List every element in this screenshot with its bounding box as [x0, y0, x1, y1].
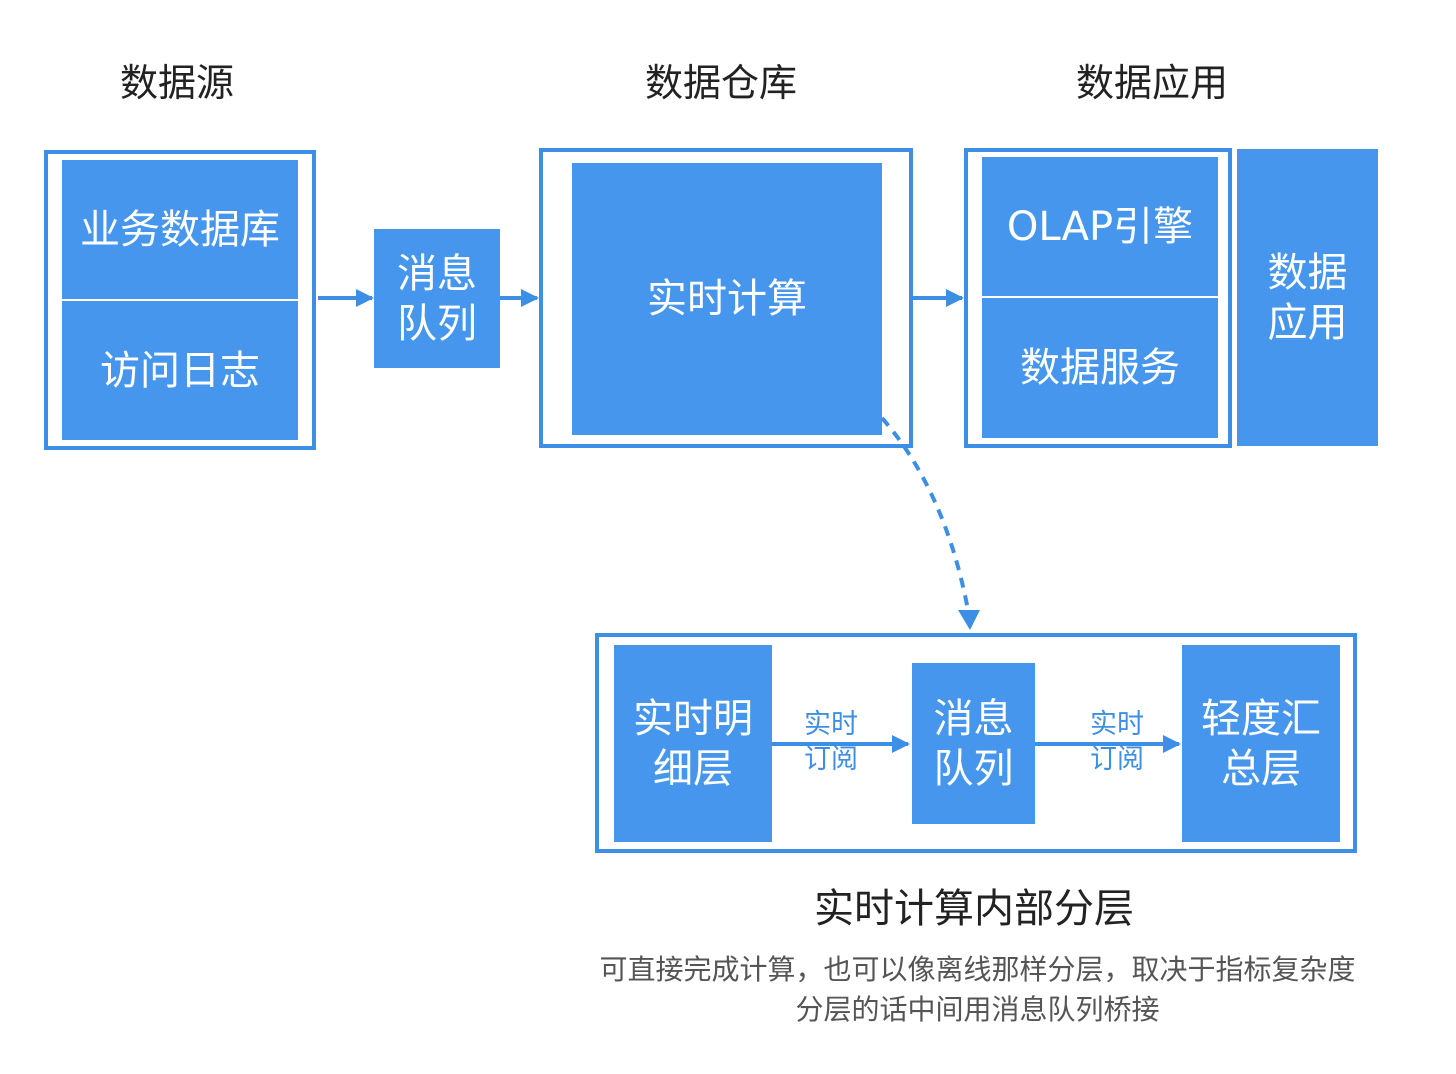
light-summary-layer-line-2: 总层	[1221, 745, 1301, 792]
light-summary-layer-line-1: 轻度汇	[1201, 695, 1321, 742]
application-divider	[982, 296, 1218, 298]
business-database-label: 业务数据库	[80, 206, 280, 253]
data-application-line-1: 数据	[1267, 249, 1348, 296]
edge-label-subscribe-2: 实时 订阅	[1082, 707, 1152, 777]
access-log-block: 访问日志	[62, 301, 298, 440]
edge-label-2-line-2: 订阅	[1090, 744, 1144, 776]
realtime-detail-layer-line-2: 细层	[653, 745, 733, 792]
message-queue-block: 消息 队列	[374, 229, 500, 368]
dashed-arrow-head	[958, 610, 980, 630]
detail-message-queue-line-2: 队列	[933, 745, 1014, 792]
data-service-block: 数据服务	[982, 298, 1218, 438]
detail-message-queue-block: 消息 队列	[912, 663, 1035, 824]
heading-data-source: 数据源	[120, 61, 235, 105]
data-application-block: 数据 应用	[1237, 149, 1378, 446]
edge-label-subscribe-1: 实时 订阅	[796, 707, 866, 777]
source-divider	[62, 299, 298, 301]
data-service-label: 数据服务	[1020, 345, 1180, 391]
light-summary-layer-block: 轻度汇 总层	[1182, 645, 1340, 842]
realtime-detail-layer-block: 实时明 细层	[614, 645, 772, 842]
access-log-label: 访问日志	[100, 347, 260, 394]
business-database-block: 业务数据库	[62, 160, 298, 299]
edge-label-1-line-2: 订阅	[804, 744, 858, 776]
realtime-compute-label: 实时计算	[647, 276, 807, 322]
edge-label-1-line-1: 实时	[804, 709, 858, 740]
realtime-compute-block: 实时计算	[572, 163, 882, 435]
message-queue-line-2: 队列	[397, 300, 477, 347]
realtime-detail-layer-line-1: 实时明	[633, 695, 753, 742]
heading-data-warehouse: 数据仓库	[645, 61, 798, 105]
edge-label-2-line-1: 实时	[1090, 709, 1144, 740]
detail-message-queue-line-1: 消息	[933, 695, 1014, 742]
note-line-2: 分层的话中间用消息队列桥接	[795, 993, 1160, 1026]
olap-engine-block: OLAP引擎	[982, 157, 1218, 296]
heading-data-application: 数据应用	[1076, 61, 1229, 105]
note-line-1: 可直接完成计算，也可以像离线那样分层，取决于指标复杂度	[599, 953, 1356, 986]
layering-caption: 实时计算内部分层	[814, 886, 1134, 932]
data-application-line-2: 应用	[1267, 299, 1348, 346]
message-queue-line-1: 消息	[397, 250, 477, 297]
olap-engine-label: OLAP引擎	[1006, 203, 1194, 250]
